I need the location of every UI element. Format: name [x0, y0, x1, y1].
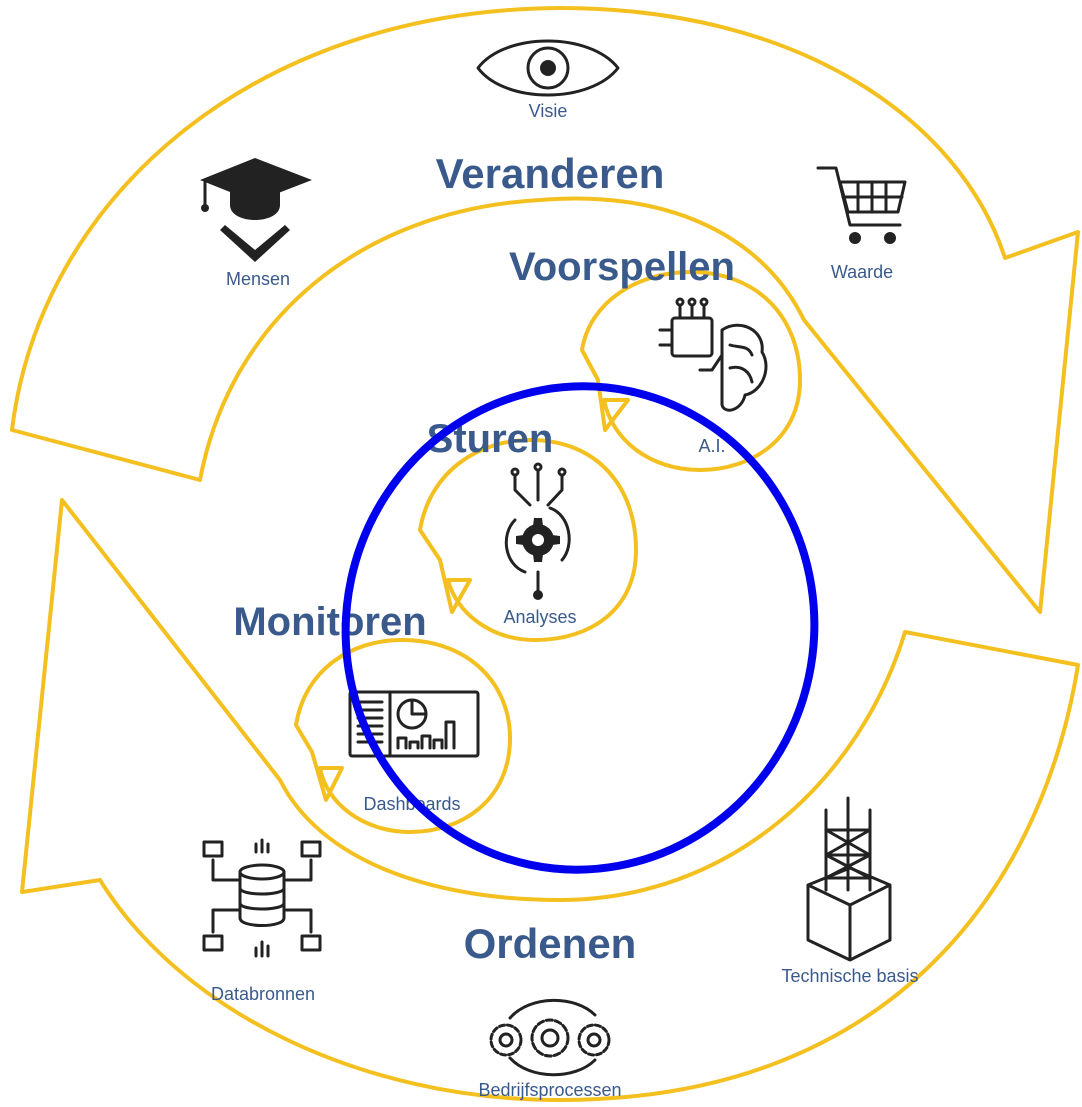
ai-cycle-arrow [580, 270, 802, 472]
stage-title-monitoren: Monitoren [233, 600, 426, 644]
caption-technische-basis: Technische basis [781, 966, 918, 986]
caption-mensen: Mensen [226, 269, 290, 289]
caption-bedrijfsprocessen: Bedrijfsprocessen [478, 1080, 621, 1100]
stage-title-sturen: Sturen [427, 417, 554, 461]
eye-icon [476, 39, 620, 97]
database-network-icon [202, 838, 322, 958]
caption-databronnen: Databronnen [211, 984, 315, 1004]
stage-title-ordenen: Ordenen [464, 920, 637, 967]
shopping-cart-icon [816, 166, 907, 244]
stage-title-voorspellen: Voorspellen [509, 245, 735, 289]
analytics-gear-icon [504, 462, 571, 600]
process-gears-icon [489, 998, 611, 1077]
ai-brain-icon [658, 297, 768, 412]
caption-visie: Visie [529, 101, 568, 121]
top-cycle-arrow [10, 6, 1080, 614]
bottom-cycle-arrow [20, 498, 1080, 1102]
graduate-icon [200, 158, 312, 262]
scaffold-building-icon [806, 796, 892, 962]
caption-analyses: Analyses [503, 607, 576, 627]
dashboard-icon [348, 690, 480, 758]
caption-waarde: Waarde [831, 262, 893, 282]
caption-ai: A.I. [698, 436, 725, 456]
stage-title-veranderen: Veranderen [436, 150, 665, 197]
annotation-ellipse [341, 382, 819, 874]
